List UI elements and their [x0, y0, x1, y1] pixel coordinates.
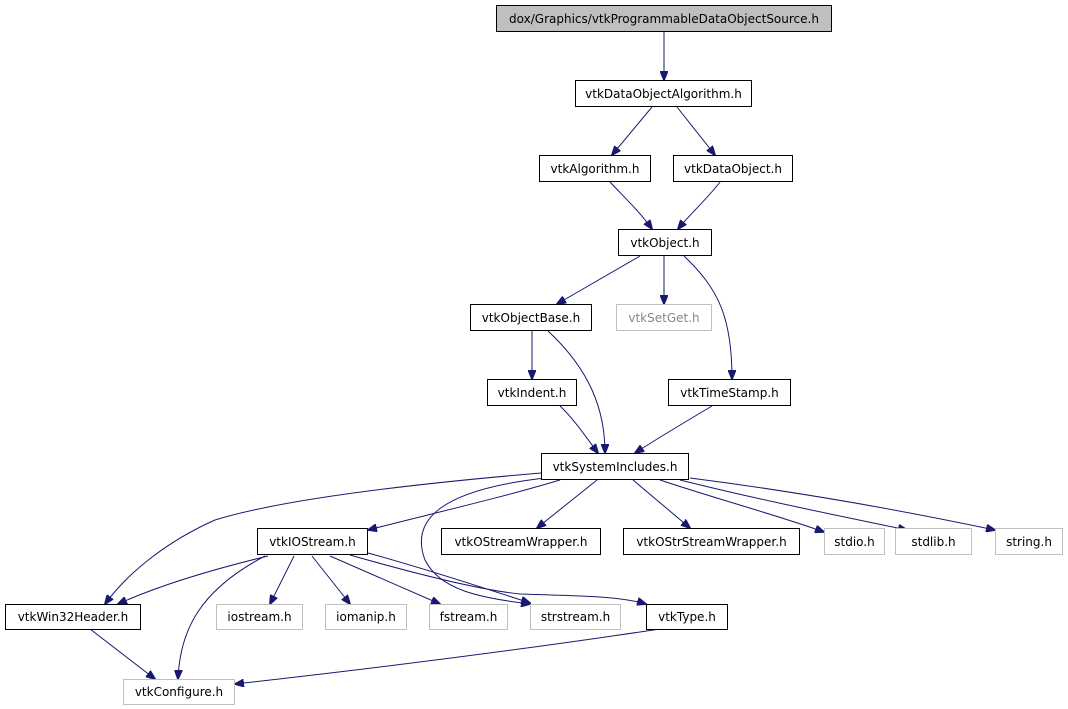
edge [329, 555, 440, 604]
node-win32-header[interactable]: vtkWin32Header.h [5, 604, 141, 630]
edge [89, 628, 155, 679]
edge [178, 555, 266, 679]
edge [559, 405, 598, 453]
node-string: string.h [995, 528, 1063, 555]
node-strstream: strstream.h [530, 604, 621, 630]
node-object-base[interactable]: vtkObjectBase.h [470, 304, 592, 331]
edge [547, 330, 605, 453]
edge [689, 477, 995, 530]
edge [676, 106, 715, 155]
edge [659, 479, 824, 532]
node-iostream: iostream.h [216, 604, 303, 630]
node-time-stamp[interactable]: vtkTimeStamp.h [668, 379, 791, 406]
edge [609, 181, 652, 229]
edge [349, 554, 646, 604]
edge [311, 555, 350, 604]
edge [678, 181, 721, 229]
node-indent[interactable]: vtkIndent.h [487, 379, 577, 406]
node-fstream: fstream.h [429, 604, 508, 630]
node-algorithm[interactable]: vtkAlgorithm.h [539, 155, 651, 182]
edge [557, 255, 641, 304]
node-object[interactable]: vtkObject.h [618, 229, 712, 256]
node-ostream-wrapper[interactable]: vtkOStreamWrapper.h [441, 528, 601, 555]
edge [632, 479, 690, 528]
edge [683, 255, 732, 379]
node-system-includes[interactable]: vtkSystemIncludes.h [541, 453, 689, 480]
node-type[interactable]: vtkType.h [646, 604, 728, 630]
node-data-object[interactable]: vtkDataObject.h [673, 155, 793, 182]
edge [635, 405, 713, 453]
node-configure: vtkConfigure.h [123, 679, 235, 705]
node-stdio: stdio.h [824, 528, 885, 555]
edge [270, 555, 295, 604]
edge [420, 477, 546, 604]
node-data-object-algorithm[interactable]: vtkDataObjectAlgorithm.h [575, 80, 752, 107]
node-ostrstream-wrapper[interactable]: vtkOStrStreamWrapper.h [623, 528, 800, 555]
node-root[interactable]: dox/Graphics/vtkProgrammableDataObjectSo… [496, 5, 832, 32]
edge [367, 552, 530, 603]
edge [105, 472, 542, 604]
node-set-get: vtkSetGet.h [616, 304, 712, 331]
edge [368, 479, 561, 530]
edge [118, 555, 269, 604]
edge [235, 628, 661, 684]
node-io-stream[interactable]: vtkIOStream.h [257, 528, 368, 555]
node-iomanip: iomanip.h [325, 604, 407, 630]
edge [537, 479, 598, 528]
edge [612, 106, 653, 155]
node-stdlib: stdlib.h [895, 528, 972, 555]
edge [679, 479, 907, 530]
